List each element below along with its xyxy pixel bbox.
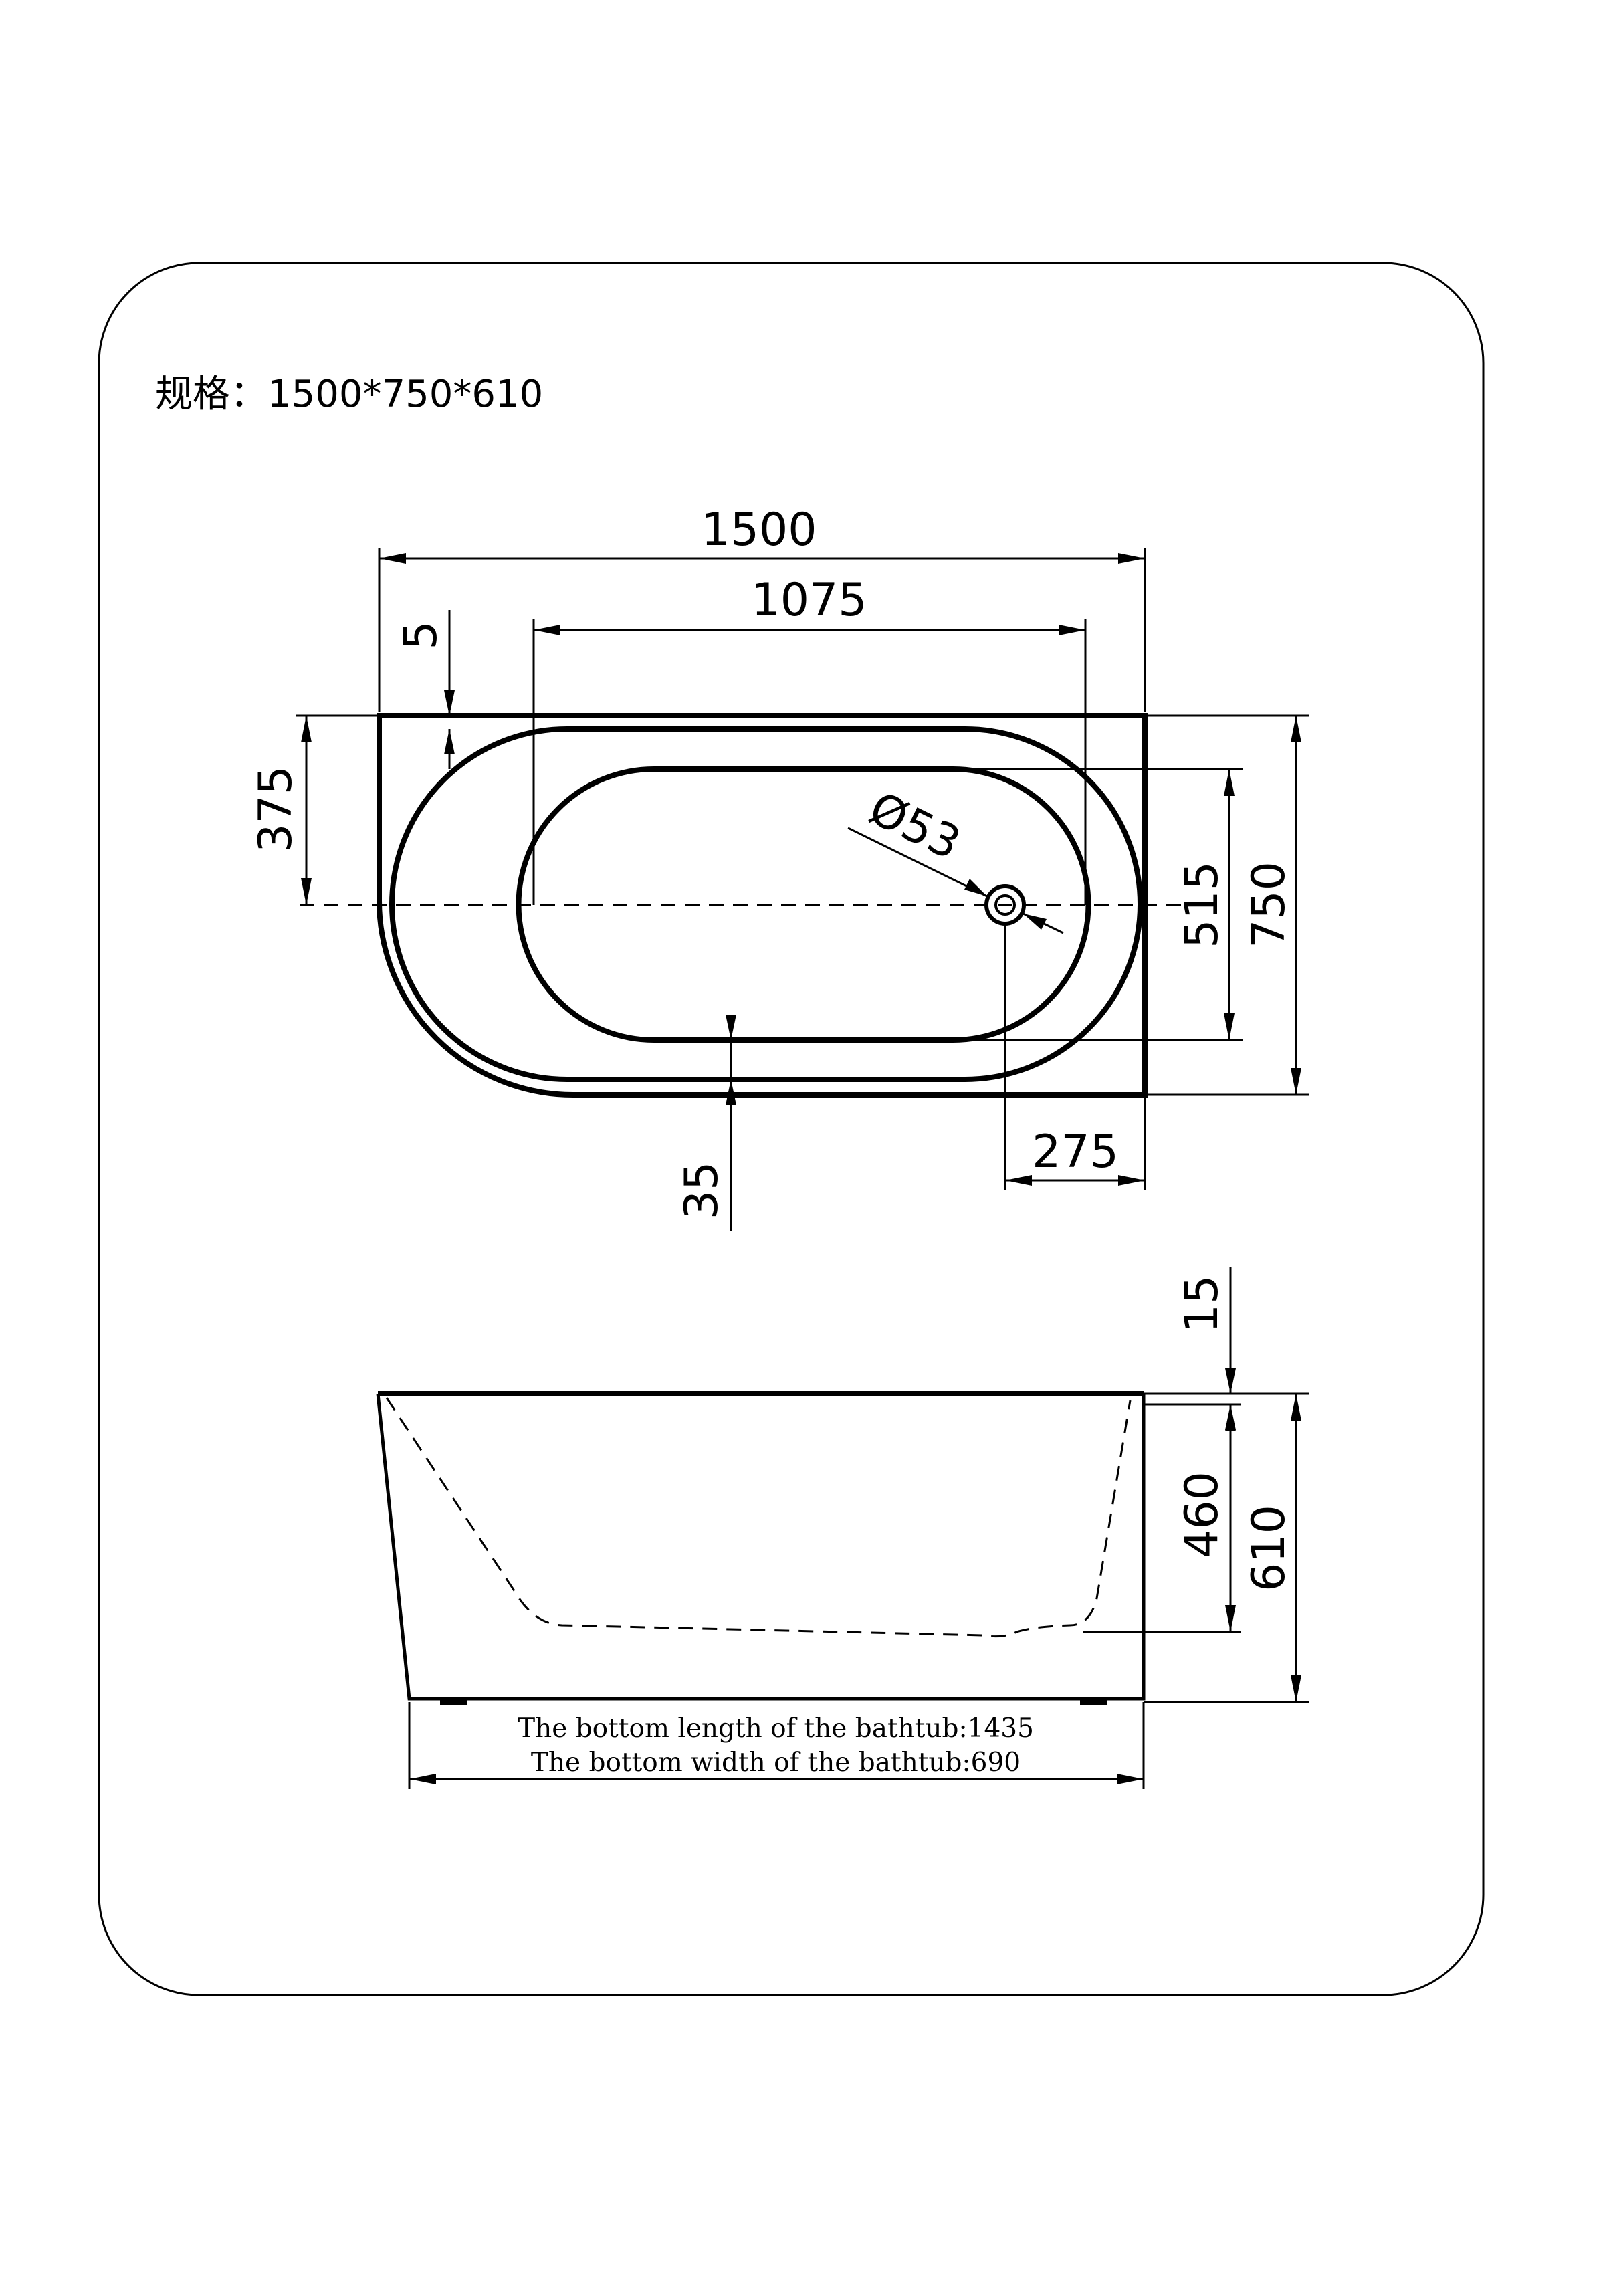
arrow-1500-left [379,553,406,564]
arrow-515-top [1224,769,1235,796]
arrow-15-down [1225,1368,1236,1394]
arrow-35-up [726,1079,736,1105]
arrow-bottom-left [409,1774,436,1784]
drawing-frame [98,262,1485,1996]
dim-label-1075: 1075 [751,574,867,627]
arrow-375-bottom [301,878,312,905]
arrow-275-right [1118,1175,1145,1186]
basin-floor [516,766,1091,1043]
tub-foot-right [1080,1697,1107,1705]
arrow-610-bottom [1291,1675,1301,1702]
note-bottom-length: The bottom length of the bathtub:1435 [518,1713,1034,1744]
tub-foot-left [440,1697,467,1705]
drain-leader [847,827,988,898]
arrow-bottom-right [1117,1774,1144,1784]
dim-label-35: 35 [675,1162,728,1220]
drain-leader-arrow-2 [1023,914,1047,930]
arrow-1075-right [1059,625,1085,635]
note-bottom-width: The bottom width of the bathtub:690 [531,1748,1021,1778]
arrow-750-bottom [1291,1068,1301,1095]
arrow-1500-right [1118,553,1145,564]
dim-label-750: 750 [1243,861,1295,948]
dim-label-1500: 1500 [701,504,817,556]
dim-label-610: 610 [1243,1505,1295,1592]
dim-label-515: 515 [1176,861,1228,948]
arrow-5-up [444,729,455,754]
arrow-610-top [1291,1394,1301,1421]
drain-leader-arrow [964,879,987,896]
dim-label-5: 5 [395,621,447,649]
rim-inner-edge [389,726,1143,1082]
basin-hidden-line [385,1397,1132,1638]
arrow-460-top [1225,1404,1236,1431]
arrow-515-bottom [1224,1013,1235,1040]
dim-label-460: 460 [1176,1471,1228,1558]
tub-outer-outline [377,713,1148,1098]
drain-inner [994,894,1016,916]
elevation-view: 15 460 610 The bottom length of the bath… [376,1267,1309,1789]
dim-label-15: 15 [1176,1275,1228,1334]
arrow-5-down [444,690,455,716]
arrow-275-left [1005,1175,1032,1186]
arrow-375-top [301,716,312,742]
arrow-35-down [726,1015,736,1040]
drain-diameter-label: Ø53 [861,782,969,870]
dim-label-275: 275 [1032,1126,1119,1178]
arrow-1075-left [534,625,560,635]
plan-view: Ø53 1500 1075 5 375 515 [249,504,1309,1231]
spec-label: 规格：1500*750*610 [155,373,543,416]
dim-label-375: 375 [249,766,302,853]
tub-body-outline [376,1393,1146,1701]
arrow-460-bottom [1225,1605,1236,1632]
arrow-750-top [1291,716,1301,742]
